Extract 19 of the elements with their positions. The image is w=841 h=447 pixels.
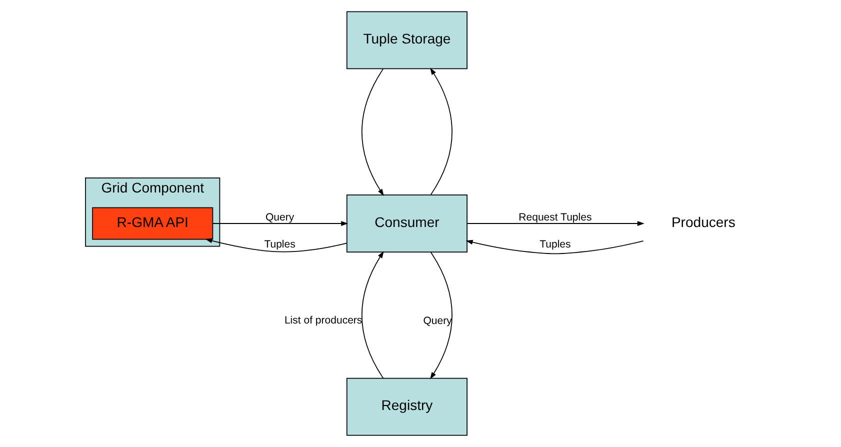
arrow: [361, 68, 384, 196]
arrow: [430, 68, 452, 196]
node-text: Producers: [670, 214, 735, 230]
arrow: [465, 240, 644, 254]
edge-label: Query: [264, 212, 294, 224]
arrow: [204, 238, 347, 252]
edge-label: Tuples: [264, 238, 295, 251]
arrow: [430, 252, 452, 380]
node-box: Registry: [346, 378, 467, 436]
arrow: [212, 221, 348, 226]
arrow: [361, 251, 384, 379]
node-box: Consumer: [346, 194, 467, 252]
arrow: [466, 221, 644, 226]
node-box: Tuple Storage: [346, 11, 467, 70]
edge-label: List of producers: [284, 314, 362, 326]
edge-label: Query: [422, 314, 452, 327]
edge-label: Tuples: [539, 238, 570, 251]
node-box: R-GMA API: [92, 207, 213, 240]
edge-label: Request Tuples: [518, 212, 592, 224]
